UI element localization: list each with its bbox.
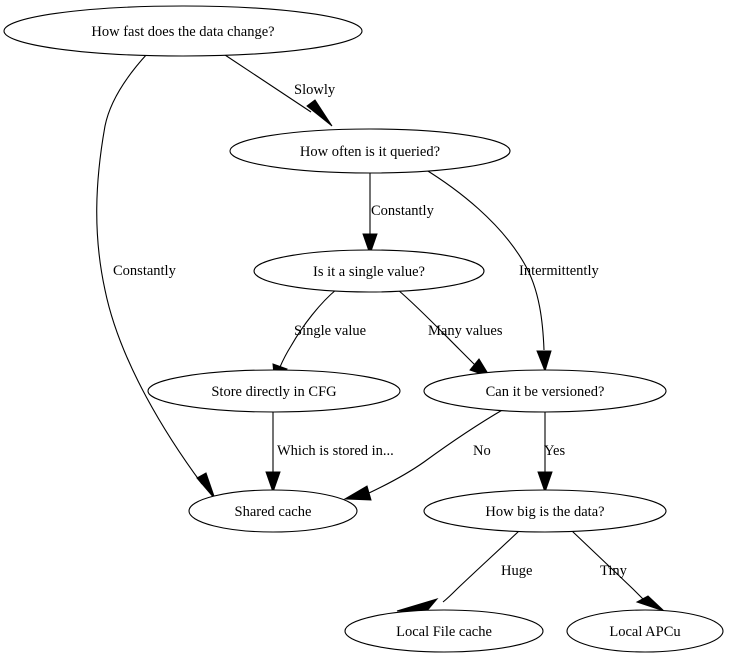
edge-label: Constantly <box>371 203 435 219</box>
node-label: Local File cache <box>396 624 492 640</box>
edge-e-versioned-howbig <box>537 412 553 494</box>
node-label: How often is it queried? <box>300 144 440 160</box>
edge-e-howfast-howoften <box>221 52 333 127</box>
nodes-layer: How fast does the data change? How often … <box>3 5 724 653</box>
node-ellipse[interactable] <box>229 128 511 174</box>
edge-e-howbig-localapcu <box>571 530 665 612</box>
node-ellipse[interactable] <box>253 249 485 293</box>
edge-line <box>368 408 505 494</box>
node-how_often[interactable]: How often is it queried? <box>229 128 511 174</box>
node-how_fast[interactable]: How fast does the data change? <box>3 5 363 57</box>
arrowhead-icon <box>196 472 216 500</box>
node-ellipse[interactable] <box>147 369 401 413</box>
node-ellipse[interactable] <box>344 609 544 653</box>
edge-label: Huge <box>501 563 532 579</box>
arrowhead-icon <box>362 233 378 256</box>
node-label: Is it a single value? <box>313 264 425 280</box>
edge-label: Many values <box>428 323 503 339</box>
edge-label: Constantly <box>113 263 177 279</box>
node-ellipse[interactable] <box>423 489 667 533</box>
node-versioned[interactable]: Can it be versioned? <box>423 369 667 413</box>
node-single_value[interactable]: Is it a single value? <box>253 249 485 293</box>
edge-label: Yes <box>544 443 565 459</box>
node-label: How big is the data? <box>485 504 604 520</box>
node-label: Store directly in CFG <box>211 384 337 400</box>
edge-line <box>96 53 203 485</box>
edge-label: Which is stored in... <box>277 443 394 459</box>
edge-line <box>422 167 545 351</box>
edge-labels-layer: ConstantlySlowlyConstantlyIntermittently… <box>113 82 628 579</box>
node-how_big[interactable]: How big is the data? <box>423 489 667 533</box>
arrowhead-icon <box>537 471 553 494</box>
node-ellipse[interactable] <box>423 369 667 413</box>
node-store_cfg[interactable]: Store directly in CFG <box>147 369 401 413</box>
arrowhead-icon <box>536 350 552 373</box>
edge-label: Single value <box>294 323 366 339</box>
arrowhead-icon <box>343 485 372 501</box>
node-shared_cache[interactable]: Shared cache <box>188 489 358 533</box>
edge-e-storecfg-sharedcache <box>265 412 281 494</box>
edge-e-versioned-sharedcache <box>343 408 505 501</box>
edge-label: Intermittently <box>519 263 599 279</box>
arrowhead-icon <box>306 99 333 127</box>
edge-line <box>221 52 312 113</box>
node-local_file[interactable]: Local File cache <box>344 609 544 653</box>
node-ellipse[interactable] <box>566 609 724 653</box>
node-label: Can it be versioned? <box>486 384 605 400</box>
arrowhead-icon <box>635 595 665 612</box>
edge-label: No <box>473 443 491 459</box>
node-label: How fast does the data change? <box>91 24 274 40</box>
edge-e-howfast-sharedcache <box>96 53 216 500</box>
node-label: Local APCu <box>609 624 680 640</box>
arrowhead-icon <box>265 471 281 494</box>
edge-line <box>397 289 476 366</box>
edge-e-howoften-single <box>362 173 378 256</box>
edge-label: Tiny <box>600 563 628 579</box>
edge-label: Slowly <box>294 82 336 98</box>
edges-layer <box>96 52 665 613</box>
edge-e-howoften-versioned <box>422 167 552 373</box>
node-local_apcu[interactable]: Local APCu <box>566 609 724 653</box>
edge-line <box>442 530 520 603</box>
node-ellipse[interactable] <box>188 489 358 533</box>
node-ellipse[interactable] <box>3 5 363 57</box>
edge-line <box>571 530 645 601</box>
node-label: Shared cache <box>235 504 312 520</box>
edge-line <box>279 288 338 368</box>
